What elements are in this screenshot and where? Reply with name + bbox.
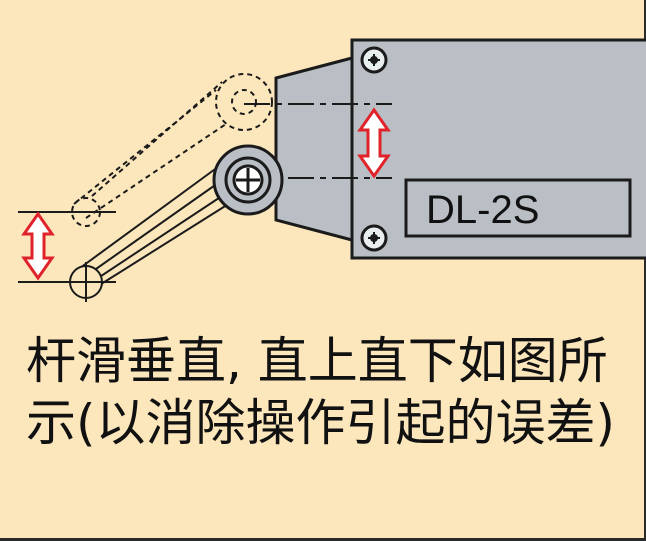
roller (66, 262, 106, 302)
mounting-screw-icon (360, 46, 388, 74)
lever-pivot (212, 144, 284, 216)
caption: 杆滑垂直, 直上直下如图所示(以消除操作引起的误差) (26, 332, 616, 452)
model-label-box: DL-2S (404, 178, 632, 238)
travel-arrow-icon (21, 211, 55, 281)
lever-arm (79, 163, 239, 287)
lever-displaced-position (71, 73, 273, 227)
mounting-screw-icon (360, 224, 388, 252)
model-label: DL-2S (426, 188, 539, 232)
travel-arrow-icon (357, 107, 391, 179)
switch-head (274, 56, 354, 242)
switch-diagram: DL-2S (18, 38, 646, 302)
